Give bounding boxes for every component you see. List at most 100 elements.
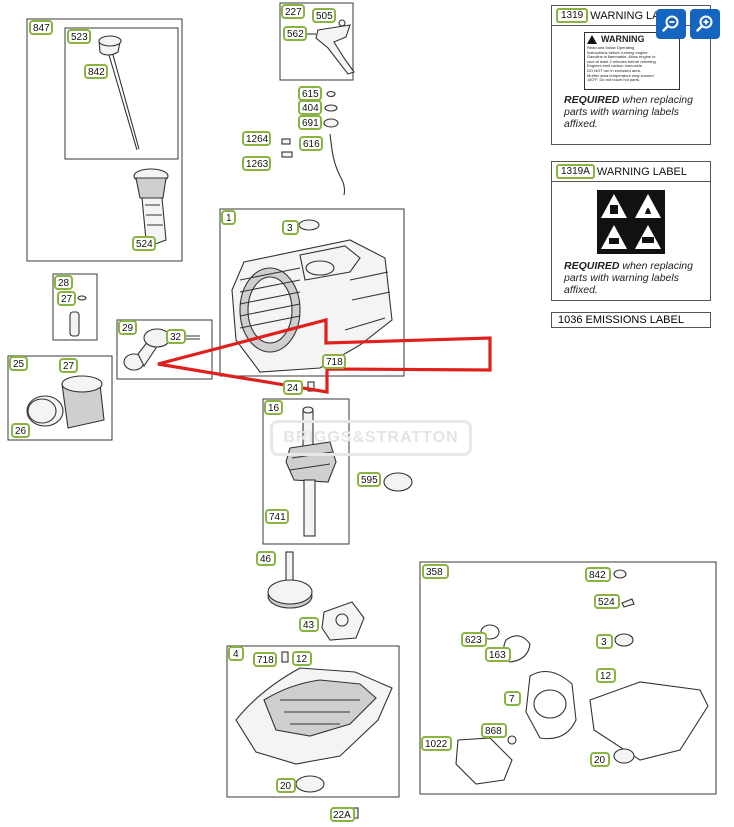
- seal-20-part: [295, 775, 325, 793]
- svg-text:847: 847: [33, 23, 50, 34]
- label-1036-panel[interactable]: 1036 EMISSIONS LABEL: [551, 312, 711, 328]
- warning-line-8: 150°F. Do not touch hot parts.: [587, 77, 640, 83]
- callout-4[interactable]: 4: [228, 646, 244, 661]
- seal-3-part: [298, 219, 320, 231]
- callout-163[interactable]: 163: [485, 647, 511, 662]
- group-227-box: [279, 2, 354, 81]
- dipstick-part: [98, 35, 140, 151]
- cylinder-block-part: [231, 239, 393, 373]
- callout-43[interactable]: 43: [299, 617, 319, 632]
- zoom-out-icon: [662, 15, 679, 32]
- callout-842[interactable]: 842: [84, 64, 108, 79]
- callout-27-piston[interactable]: 27: [59, 358, 78, 373]
- group-16-box: [262, 398, 350, 545]
- callout-562[interactable]: 562: [283, 26, 307, 41]
- callout-12-kit[interactable]: 12: [596, 668, 616, 683]
- svg-text:1263: 1263: [246, 159, 269, 170]
- svg-text:46: 46: [260, 554, 272, 565]
- zoom-in-button[interactable]: [690, 9, 720, 39]
- callout-615[interactable]: 615: [298, 86, 322, 101]
- seal-595-part: [383, 472, 413, 492]
- svg-text:1264: 1264: [246, 134, 269, 145]
- callout-3[interactable]: 3: [282, 220, 299, 235]
- zoom-out-button[interactable]: [656, 9, 686, 39]
- callout-1[interactable]: 1: [221, 210, 236, 225]
- label-1319-tag[interactable]: 1319: [556, 8, 589, 23]
- callout-32[interactable]: 32: [166, 329, 186, 344]
- callout-24[interactable]: 24: [283, 380, 303, 395]
- svg-text:3: 3: [287, 223, 293, 234]
- svg-text:404: 404: [302, 103, 319, 114]
- svg-text:524: 524: [598, 597, 615, 608]
- group-4-box: [226, 645, 400, 798]
- svg-text:3: 3: [601, 637, 607, 648]
- callout-868[interactable]: 868: [481, 723, 507, 738]
- callout-26[interactable]: 26: [11, 423, 30, 438]
- group-28-box: [52, 273, 98, 341]
- svg-text:43: 43: [303, 620, 315, 631]
- callout-505[interactable]: 505: [312, 8, 336, 23]
- label-1319-header: 1319 WARNING LABEL: [552, 6, 710, 26]
- callout-623[interactable]: 623: [461, 632, 487, 647]
- svg-text:20: 20: [280, 781, 292, 792]
- callout-29[interactable]: 29: [118, 320, 137, 335]
- callout-404[interactable]: 404: [298, 100, 322, 115]
- callout-22a[interactable]: 22A: [330, 807, 355, 822]
- callout-718[interactable]: 718: [322, 354, 346, 369]
- svg-text:691: 691: [302, 118, 319, 129]
- svg-text:16: 16: [268, 403, 280, 414]
- callout-741[interactable]: 741: [265, 509, 289, 524]
- callout-718-sump[interactable]: 718: [253, 652, 277, 667]
- callout-1022[interactable]: 1022: [421, 736, 452, 751]
- svg-text:7: 7: [509, 694, 515, 705]
- callout-12[interactable]: 12: [292, 651, 312, 666]
- svg-text:615: 615: [302, 89, 319, 100]
- label-1319a-title: WARNING LABEL: [596, 165, 687, 178]
- svg-text:227: 227: [285, 7, 302, 18]
- group-1-box: [219, 208, 405, 377]
- callout-523[interactable]: 523: [67, 29, 91, 44]
- svg-text:22A: 22A: [333, 810, 351, 821]
- callout-358[interactable]: 358: [422, 564, 449, 579]
- callout-27[interactable]: 27: [57, 291, 76, 306]
- svg-text:562: 562: [287, 29, 304, 40]
- callout-20[interactable]: 20: [276, 778, 296, 793]
- group-358-box: [419, 561, 717, 795]
- callout-227[interactable]: 227: [281, 4, 305, 19]
- callout-20-kit[interactable]: 20: [590, 752, 610, 767]
- label-1319a-tag[interactable]: 1319A: [556, 164, 595, 179]
- svg-text:4: 4: [233, 649, 239, 660]
- dipstick-tube-part: [133, 168, 169, 247]
- label-1319-required-text: REQUIRED when replacing parts with warni…: [564, 94, 693, 130]
- highlight-arrow: [157, 317, 492, 394]
- callout-847[interactable]: 847: [29, 20, 53, 35]
- callout-691[interactable]: 691: [298, 115, 322, 130]
- callout-46[interactable]: 46: [256, 551, 276, 566]
- svg-text:595: 595: [361, 475, 378, 486]
- callout-7[interactable]: 7: [504, 691, 521, 706]
- callout-1264[interactable]: 1264: [242, 131, 271, 146]
- svg-text:12: 12: [296, 654, 308, 665]
- label-1319a-panel: 1319A WARNING LABEL REQUIRED when replac…: [551, 161, 711, 301]
- camshaft-part: [267, 551, 313, 609]
- callout-524[interactable]: 524: [132, 236, 156, 251]
- pictogram-graphic: [597, 190, 665, 254]
- svg-text:868: 868: [485, 726, 502, 737]
- svg-text:623: 623: [465, 635, 482, 646]
- callout-524-kit[interactable]: 524: [594, 594, 620, 609]
- callout-28[interactable]: 28: [54, 275, 73, 290]
- svg-text:29: 29: [122, 323, 134, 334]
- callout-595[interactable]: 595: [357, 472, 381, 487]
- warning-sign-heading: WARNING: [601, 34, 645, 45]
- svg-text:27: 27: [63, 361, 75, 372]
- callout-1263[interactable]: 1263: [242, 156, 271, 171]
- governor-part: [321, 601, 365, 641]
- crankshaft-part: [285, 406, 337, 537]
- callout-616[interactable]: 616: [299, 136, 323, 151]
- svg-text:1: 1: [226, 213, 232, 224]
- callout-3-kit[interactable]: 3: [596, 634, 613, 649]
- callout-842-kit[interactable]: 842: [585, 567, 611, 582]
- callout-16[interactable]: 16: [264, 400, 283, 415]
- svg-text:358: 358: [426, 567, 443, 578]
- callout-25[interactable]: 25: [9, 356, 28, 371]
